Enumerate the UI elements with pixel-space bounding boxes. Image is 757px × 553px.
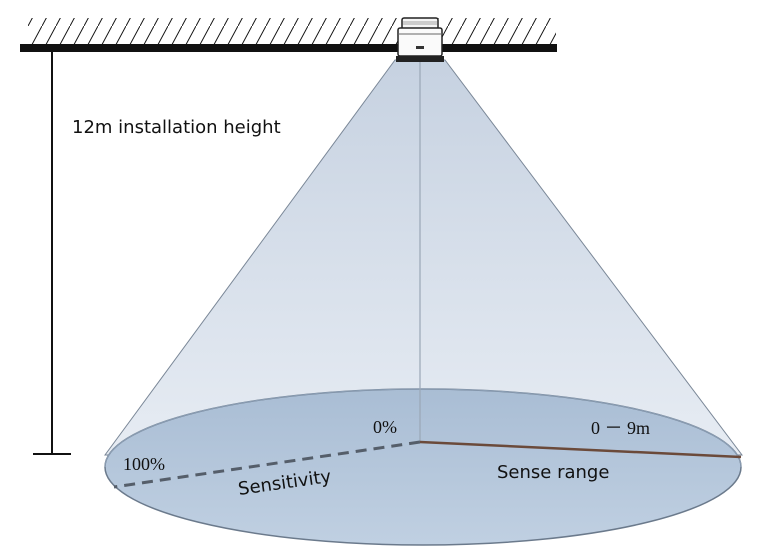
sensitivity-max-label: 100% <box>123 454 165 474</box>
coverage-floor-ellipse <box>104 388 742 546</box>
ceiling-beam <box>20 44 557 52</box>
sense-range-label: Sense range <box>497 462 609 483</box>
height-dimension-line <box>33 48 71 455</box>
sensitivity-dashed-line <box>113 440 421 489</box>
range-value-label: 0 － 9m <box>591 418 650 438</box>
sensitivity-min-label: 0% <box>373 417 397 437</box>
installation-height-label: 12m installation height <box>72 117 281 138</box>
sense-range-line <box>419 440 742 459</box>
ceiling-hatching <box>28 18 556 45</box>
ellipse-back-rim <box>104 388 742 468</box>
sensor-device-icon <box>396 17 444 62</box>
